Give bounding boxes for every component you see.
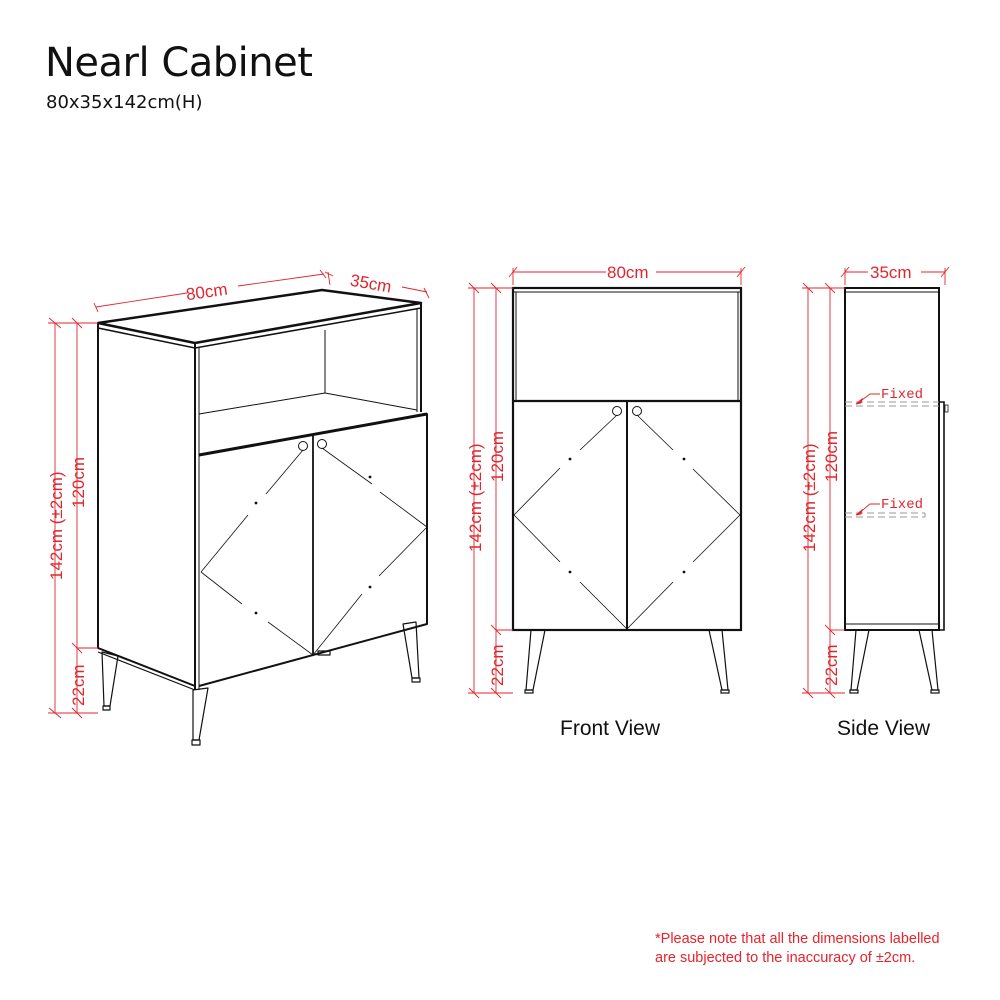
isometric-dimensions xyxy=(48,269,430,719)
iso-width-label: 80cm xyxy=(185,280,229,305)
front-dimensions xyxy=(468,266,746,699)
front-total-height-label: 142cm (±2cm) xyxy=(466,443,485,552)
side-leg-height-label: 22cm xyxy=(822,644,841,686)
iso-body-height-label: 120cm xyxy=(69,457,88,508)
footnote-line-2: are subjected to the inaccuracy of ±2cm. xyxy=(655,950,916,966)
product-dimensions: 80x35x142cm(H) xyxy=(46,92,203,113)
side-view xyxy=(844,287,949,694)
iso-total-height-label: 142cm (±2cm) xyxy=(47,471,66,580)
shelf-fixed-label-lower: Fixed xyxy=(881,497,923,513)
front-view xyxy=(511,286,743,694)
front-leg-height-label: 22cm xyxy=(488,644,507,686)
side-total-height-label: 142cm (±2cm) xyxy=(800,443,819,552)
shelf-fixed-label-upper: Fixed xyxy=(881,387,923,403)
front-view-caption: Front View xyxy=(560,717,660,740)
iso-leg-height-label: 22cm xyxy=(69,664,88,706)
footnote-line-1: *Please note that all the dimensions lab… xyxy=(655,931,940,947)
iso-depth-label: 35cm xyxy=(349,271,393,297)
front-body-height-label: 120cm xyxy=(488,431,507,482)
side-depth-label: 35cm xyxy=(870,263,912,282)
side-view-caption: Side View xyxy=(837,717,931,740)
dimension-footnote: *Please note that all the dimensions lab… xyxy=(655,930,940,968)
side-dimensions xyxy=(802,266,950,699)
side-body-height-label: 120cm xyxy=(822,431,841,482)
front-width-label: 80cm xyxy=(607,263,649,282)
isometric-view xyxy=(96,288,428,746)
product-title: Nearl Cabinet xyxy=(45,40,313,86)
